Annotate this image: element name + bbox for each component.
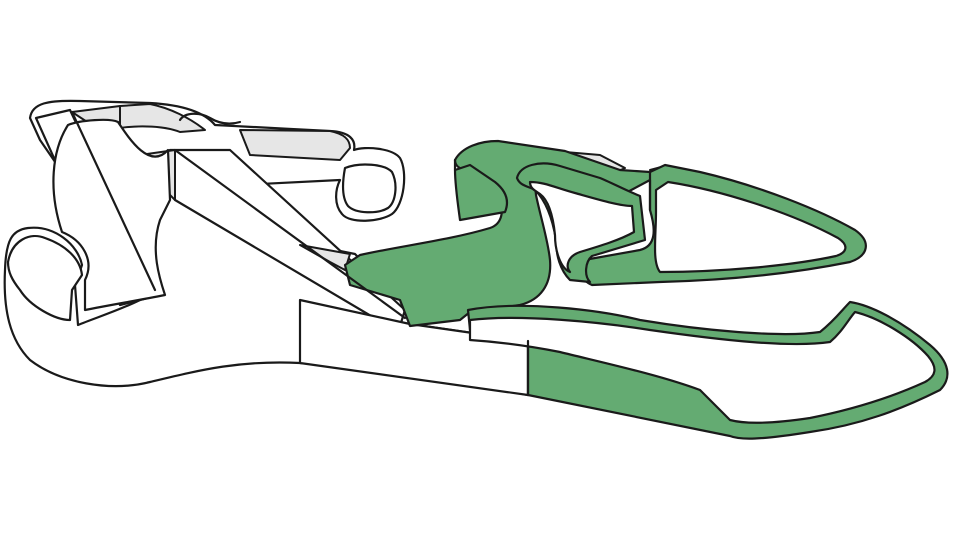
infield-top-bend bbox=[341, 163, 397, 214]
track-wall-ramp bbox=[239, 129, 351, 161]
infield-lower-right bbox=[468, 310, 936, 424]
edge-line-1 bbox=[70, 110, 157, 292]
infield-left-loop bbox=[52, 118, 172, 312]
infield-right-loop bbox=[653, 180, 847, 274]
edge-line-4 bbox=[178, 112, 242, 125]
track-edge-lines bbox=[70, 110, 652, 397]
track-wall-top bbox=[119, 103, 206, 133]
track-s-bend bbox=[453, 163, 509, 222]
edge-line-2 bbox=[173, 148, 407, 320]
track-infield bbox=[52, 118, 936, 424]
infield-center bbox=[528, 180, 636, 274]
track-left-uturn bbox=[6, 235, 84, 322]
